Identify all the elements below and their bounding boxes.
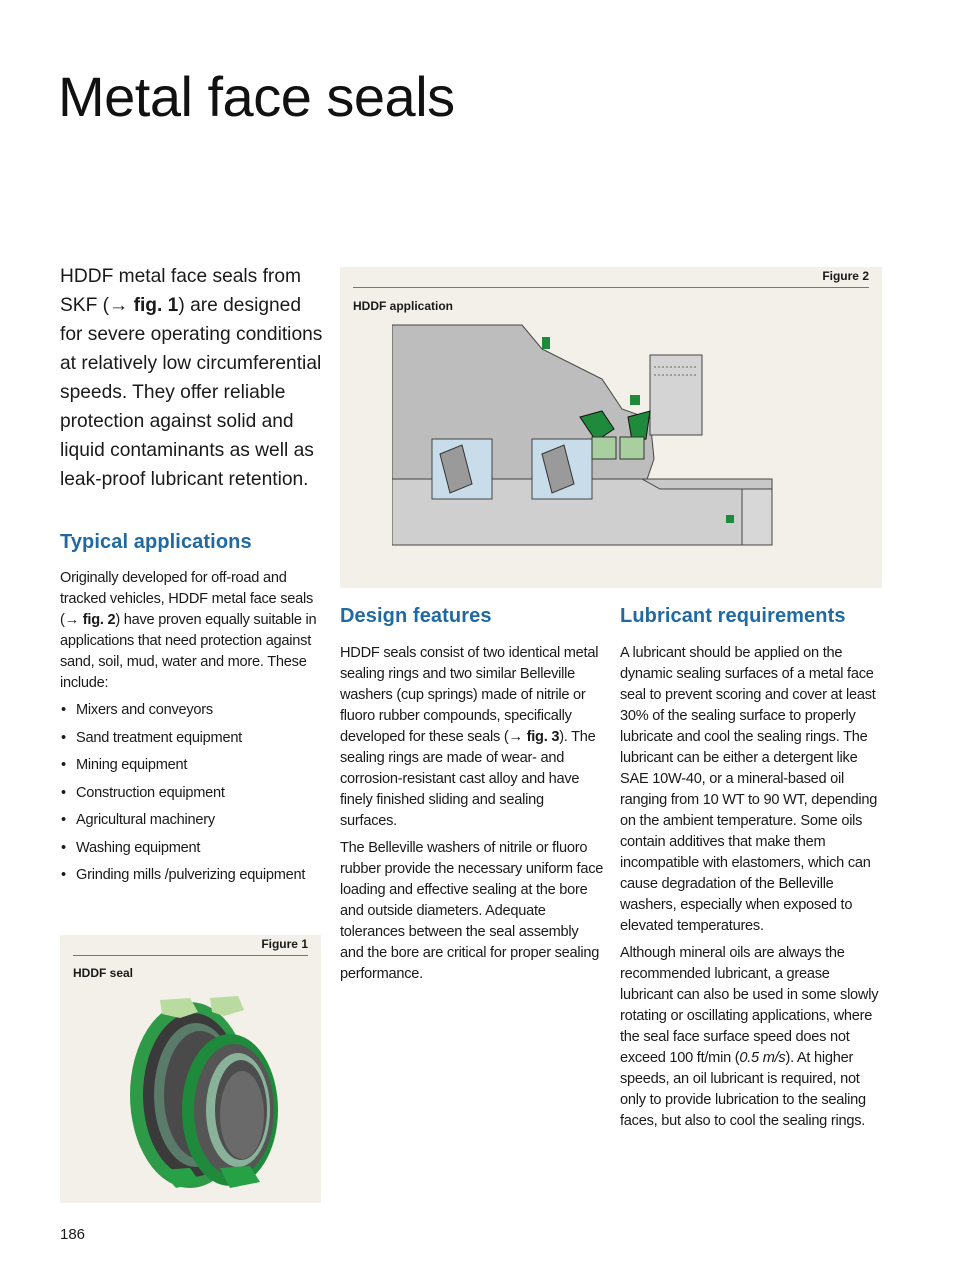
design-features-heading: Design features [340,605,492,627]
fig2-reference[interactable]: fig. 2 [78,612,116,628]
design-features-paragraph-2: The Belleville washers of nitrile or flu… [340,840,604,982]
list-item: Washing equipment [60,838,322,859]
lub-text-1: Although mineral oils are always the rec… [620,945,879,1066]
list-item: Mixers and conveyors [60,700,322,721]
intro-text-2: ) are designed for severe operating cond… [60,295,323,490]
arrow-icon: → [508,729,523,745]
df-text-2: ). The sealing rings are made of wear- a… [340,729,596,829]
applications-list: Mixers and conveyors Sand treatment equi… [60,700,322,886]
arrow-icon: → [109,295,129,316]
ta-text-2: ) have proven equally suitable in applic… [60,612,317,691]
typical-applications-body: Originally developed for off-road and tr… [60,568,322,893]
ta-text-1: Originally developed for off-road and tr… [60,570,314,628]
figure-2-title-bar: Figure 2 [353,267,869,288]
figure-2-caption: HDDF application [353,299,454,313]
design-features-paragraph-1: HDDF seals consist of two identical meta… [340,643,604,832]
fig3-reference[interactable]: fig. 3 [522,729,560,745]
fig1-reference[interactable]: fig. 1 [128,295,179,316]
figure-1-title-bar: Figure 1 [73,935,308,956]
list-item: Construction equipment [60,783,322,804]
list-item: Sand treatment equipment [60,728,322,749]
intro-paragraph: HDDF metal face seals from SKF (→ fig. 1… [60,262,324,494]
typical-applications-heading: Typical applications [60,531,252,553]
hddf-application-drawing [392,324,773,546]
speed-metric: 0.5 m/s [739,1050,786,1066]
figure-2: Figure 2 HDDF application [340,267,882,588]
list-item: Agricultural machinery [60,810,322,831]
intro-text-1: HDDF metal face seals from SKF ( [60,266,301,316]
design-features-body: HDDF seals consist of two identical meta… [340,643,604,991]
lubricant-paragraph-2: Although mineral oils are always the rec… [620,943,884,1132]
lubricant-body: A lubricant should be applied on the dyn… [620,643,884,1138]
list-item: Mining equipment [60,755,322,776]
lub-text-2: ). At higher speeds, an oil lubricant is… [620,1050,866,1129]
lubricant-heading: Lubricant requirements [620,605,846,627]
df-text-1: HDDF seals consist of two identical meta… [340,645,599,745]
list-item: Grinding mills /pulverizing equipment [60,865,322,886]
hddf-seal-illustration [130,996,278,1188]
typical-applications-paragraph: Originally developed for off-road and tr… [60,568,322,694]
page-number: 186 [60,1226,86,1243]
figure-2-number: Figure 2 [822,269,869,283]
lubricant-paragraph-1: A lubricant should be applied on the dyn… [620,645,878,934]
figure-1-caption: HDDF seal [73,966,134,980]
figure-1-number: Figure 1 [261,937,308,951]
arrow-icon: → [64,612,80,628]
page-title: Metal face seals [58,65,455,128]
figure-1: Figure 1 HDDF seal [60,935,321,1203]
